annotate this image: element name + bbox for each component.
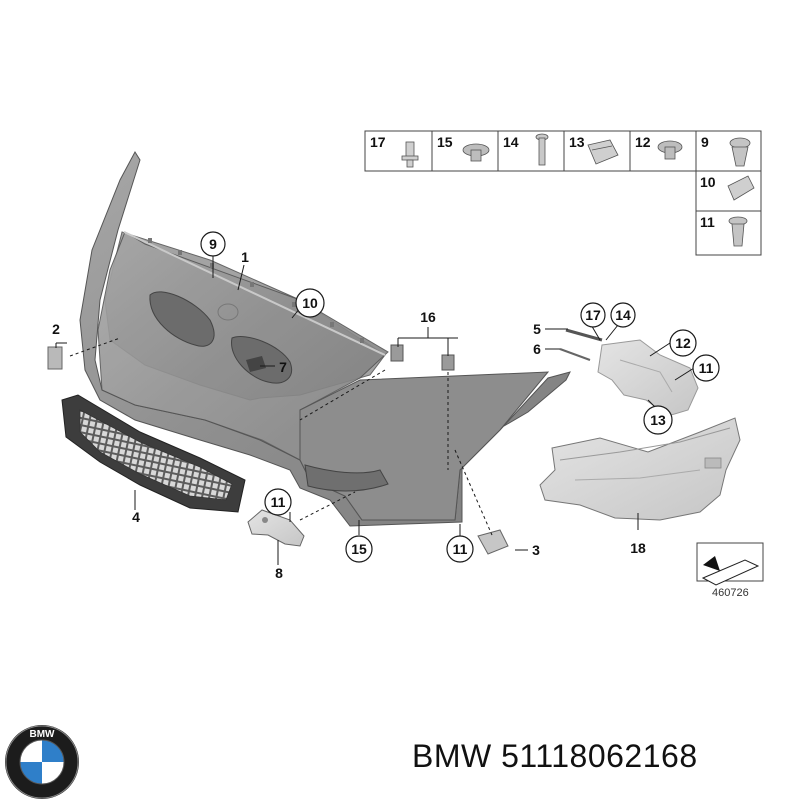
callout-5: 5 — [533, 321, 541, 337]
part-number-caption: BMW 51118062168 — [412, 738, 698, 774]
callout-2: 2 — [52, 321, 60, 337]
callout-circles — [200, 231, 720, 563]
table-label-10: 10 — [700, 174, 716, 190]
callout-9: 9 — [209, 236, 217, 252]
table-label-13: 13 — [569, 134, 585, 150]
callout-17: 17 — [585, 307, 601, 323]
diagram-code: 460726 — [712, 587, 749, 599]
fastener-17-pin-icon — [401, 141, 419, 168]
fastener-15-nut-icon — [462, 143, 490, 162]
callout-6: 6 — [533, 341, 541, 357]
fastener-13-clip-icon — [587, 139, 619, 165]
logo-text: BMW — [30, 729, 56, 740]
front-bumper-cover — [79, 151, 571, 527]
table-label-9: 9 — [701, 134, 709, 150]
callout-18: 18 — [630, 540, 646, 556]
callout-14: 14 — [615, 307, 631, 323]
callout-15: 15 — [351, 541, 367, 557]
callout-13: 13 — [650, 412, 666, 428]
diagram-symbol-box: 460726 — [696, 542, 764, 599]
callout-3: 3 — [532, 542, 540, 558]
part-2-bracket — [47, 346, 63, 370]
bmw-logo: BMW — [5, 725, 79, 799]
fastener-10-clip-icon — [727, 175, 755, 201]
callout-4: 4 — [132, 509, 140, 525]
fastener-14-screw-icon — [535, 133, 549, 166]
callout-11-center: 11 — [453, 541, 468, 557]
table-label-14: 14 — [503, 134, 519, 150]
fastener-table — [364, 130, 762, 256]
side-bracket — [597, 339, 699, 417]
table-label-17: 17 — [370, 134, 386, 150]
part-6-pin — [559, 348, 591, 361]
wheel-arch-liner — [539, 417, 741, 521]
arrow-icon — [703, 556, 720, 571]
part-5-strip — [565, 328, 603, 342]
callout-10: 10 — [302, 295, 318, 311]
part-7-bracket — [246, 356, 266, 372]
fastener-9-clip-icon — [729, 137, 751, 167]
table-label-12: 12 — [635, 134, 651, 150]
table-label-11: 11 — [700, 214, 715, 230]
part-3-cover — [477, 529, 509, 555]
callout-11-left: 11 — [271, 494, 286, 510]
table-label-15: 15 — [437, 134, 453, 150]
leader-lines — [55, 256, 695, 565]
lower-grille — [61, 394, 246, 513]
fastener-11-clip-icon — [728, 216, 748, 247]
callout-12: 12 — [675, 335, 691, 351]
callout-7: 7 — [279, 359, 287, 375]
part-16-clips — [390, 344, 455, 371]
callout-numbers: 9 1 10 2 7 16 5 6 17 14 12 11 13 4 11 8 … — [52, 236, 714, 581]
fastener-table-labels: 17 15 14 13 12 9 10 11 — [370, 134, 716, 230]
fastener-12-nut-icon — [657, 140, 683, 160]
callout-1: 1 — [241, 249, 249, 265]
callout-16: 16 — [420, 309, 436, 325]
callout-8: 8 — [275, 565, 283, 581]
callout-11-bracket: 11 — [699, 360, 714, 376]
